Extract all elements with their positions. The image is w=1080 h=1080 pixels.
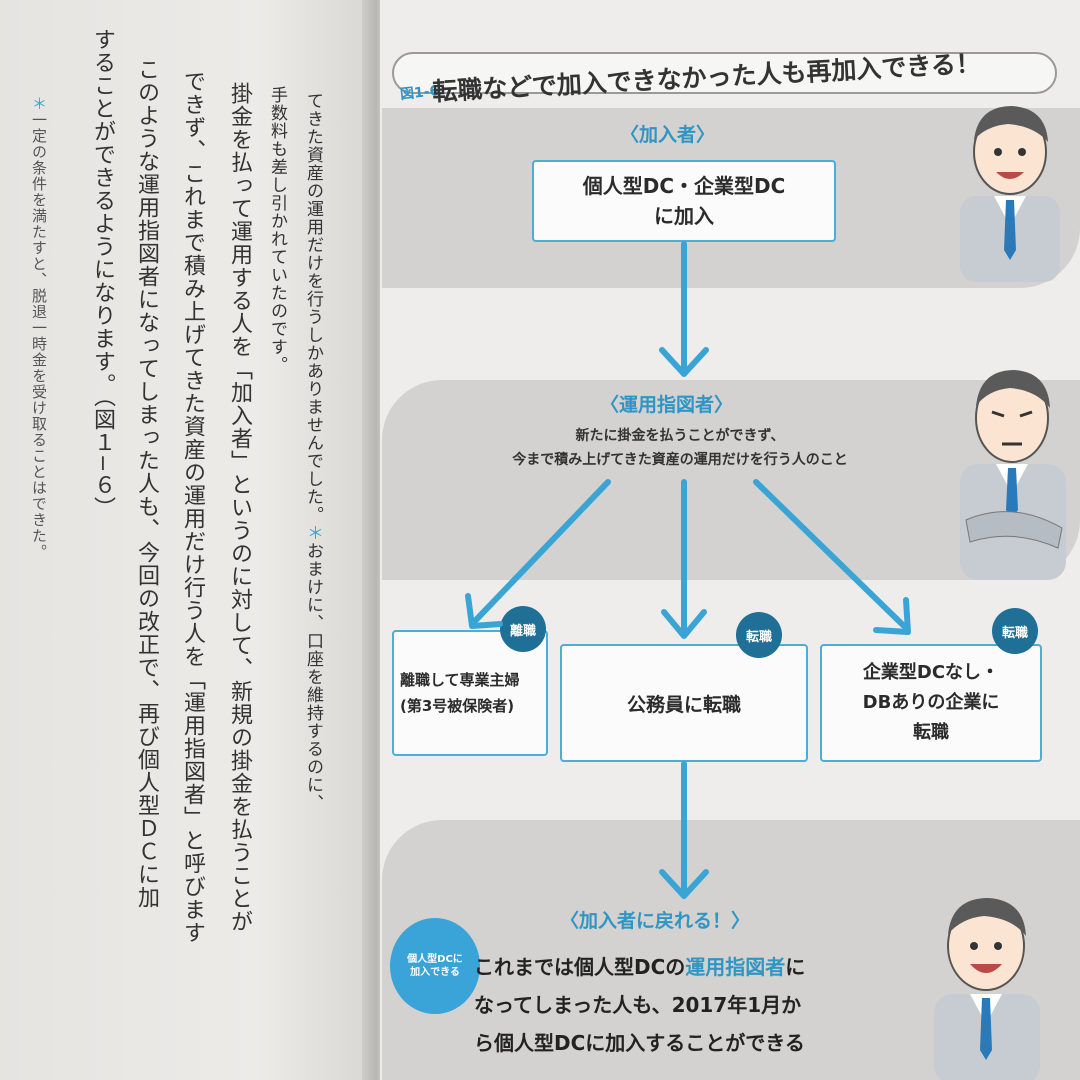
arrow-left	[471, 479, 611, 625]
person-arms-crossed	[960, 370, 1066, 580]
box-branch-civil-servant: 公務員に転職	[560, 644, 808, 762]
figure-title-bar	[392, 52, 1057, 94]
arrowhead-down-2	[659, 869, 709, 899]
section-instructor: 〈運用指図者〉	[600, 394, 734, 416]
arrowhead-center	[661, 609, 707, 639]
instructor-description: 新たに掛金を払うことができず、 今まで積み上げてきた資産の運用だけを行う人のこと	[512, 428, 848, 468]
footnote: ＊一定の条件を満たすと、脱退一時金を受け取ることはできた。	[30, 96, 48, 560]
join-badge-circle: 個人型DCに 加入できる	[390, 918, 480, 1014]
person-smiling-top	[960, 106, 1060, 282]
box-join: 個人型DC・企業型DC に加入	[532, 160, 836, 242]
section-return: 〈加入者に戻れる！〉	[560, 910, 751, 932]
arrowhead-left	[465, 593, 503, 629]
arrow-right	[753, 479, 907, 629]
section-subscriber: 〈加入者〉	[620, 124, 716, 146]
text-column-2: 手数料も差し引かれていたのです。	[267, 86, 287, 374]
text-column-1: てきた資産の運用だけを行うしかありませんでした。＊おまけに、口座を維持するのに、	[303, 92, 323, 812]
badge-job-change-1: 転職	[736, 612, 782, 658]
person-smiling-bottom	[934, 898, 1040, 1080]
badge-leave: 離職	[500, 606, 546, 652]
conclusion-text: これまでは個人型DCの運用指図者に なってしまった人も、2017年1月か ら個人…	[474, 955, 806, 1055]
text-column-3: 掛金を払って運用する人を「加入者」というのに対して、新規の掛金を払うことが	[227, 82, 252, 933]
text-column-4: できず、これまで積み上げてきた資産の運用だけ行う人を「運用指図者」と呼びます	[180, 70, 205, 944]
badge-job-change-2: 転職	[992, 608, 1038, 654]
arrowhead-down-1	[659, 347, 709, 377]
text-column-6: することができるようになります。（図１−６）	[90, 28, 115, 520]
box-branch-company: 企業型DCなし・ DBありの企業に 転職	[820, 644, 1042, 762]
arrowhead-right	[873, 597, 911, 635]
text-column-5: このような運用指図者になってしまった人も、今回の改正で、再び個人型ＤＣに加	[134, 58, 159, 909]
left-page	[0, 0, 372, 1080]
